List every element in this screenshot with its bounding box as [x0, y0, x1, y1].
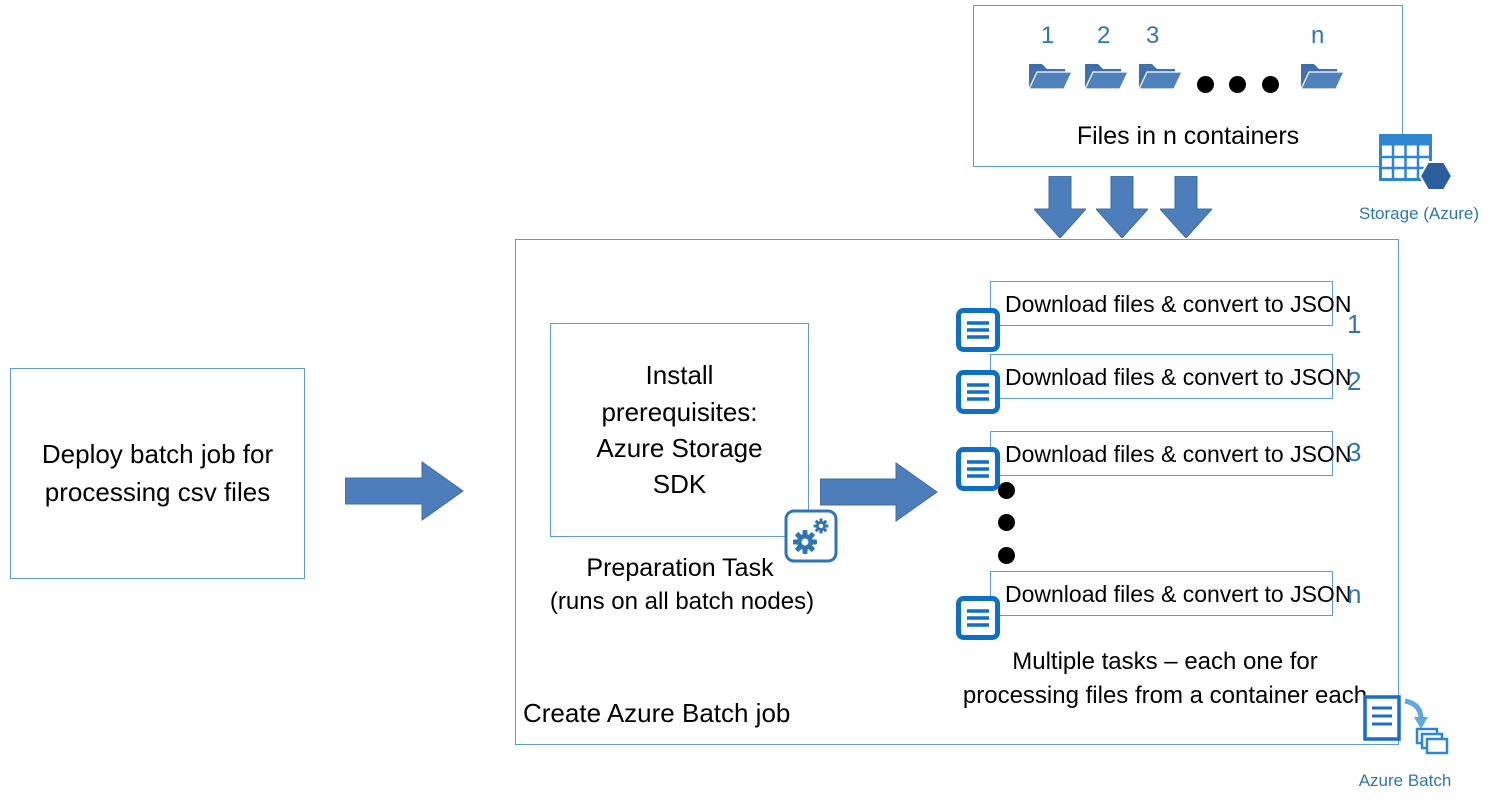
task-number: 2 [1347, 366, 1362, 396]
containers-caption: Files in n containers [1076, 122, 1300, 150]
folder-icon [1084, 64, 1128, 90]
ellipsis-dots [1197, 76, 1214, 93]
tasks-caption-line1: Multiple tasks – each one for [1012, 648, 1318, 675]
task-doc-icon [956, 370, 1000, 414]
right-arrow-icon [820, 462, 938, 522]
storage-table-icon [1379, 134, 1454, 191]
task-doc-icon [956, 308, 1000, 352]
ellipsis-dots [1229, 76, 1246, 93]
deploy-box: Deploy batch job for processing csv file… [10, 368, 305, 579]
folder-icon [1028, 64, 1072, 90]
task-doc-icon [956, 596, 1000, 640]
right-arrow-icon [345, 461, 464, 521]
folder-number-1: 1 [1041, 22, 1055, 49]
task-box: Download files & convert to JSON [990, 431, 1351, 476]
task-box: Download files & convert to JSON [990, 281, 1351, 326]
task-number: n [1347, 579, 1362, 609]
ellipsis-dots [998, 514, 1015, 531]
folder-icon [1138, 64, 1182, 90]
down-arrow-icon [1096, 176, 1148, 238]
down-arrow-icon [1034, 176, 1086, 238]
deploy-box-line2: processing csv files [44, 476, 271, 507]
task-number: 3 [1347, 437, 1362, 467]
azure-batch-icon [1363, 695, 1449, 755]
tasks-caption-line2: processing files from a container each [962, 682, 1368, 709]
ellipsis-dots [1262, 76, 1279, 93]
prereq-box: Install prerequisites: Azure Storage SDK [550, 323, 809, 537]
task-number: 1 [1347, 309, 1362, 339]
gear-doc-icon [784, 509, 838, 563]
hexagon-icon [1418, 161, 1454, 191]
deploy-box-line1: Deploy batch job for [41, 438, 274, 469]
ellipsis-dots [998, 482, 1015, 499]
batch-job-title: Create Azure Batch job [523, 698, 791, 728]
deploy-box-label: Deploy batch job for processing csv file… [42, 436, 273, 511]
task-box: Download files & convert to JSON [990, 354, 1351, 399]
folder-number-3: 3 [1146, 22, 1160, 49]
folder-number-2: 2 [1097, 22, 1111, 49]
ellipsis-dots [998, 547, 1015, 564]
folder-icon [1300, 64, 1344, 90]
prep-task-caption-line1: Preparation Task [586, 554, 774, 582]
prep-task-caption-line2: (runs on all batch nodes) [549, 588, 815, 615]
task-doc-icon [956, 447, 1000, 491]
task-box: Download files & convert to JSON [990, 571, 1351, 616]
azure-batch-label: Azure Batch [1358, 771, 1452, 790]
prereq-label: Install prerequisites: Azure Storage SDK [596, 360, 763, 500]
down-arrow-icon [1160, 176, 1212, 238]
storage-label: Storage (Azure) [1359, 204, 1479, 223]
folder-number-n: n [1311, 22, 1325, 49]
